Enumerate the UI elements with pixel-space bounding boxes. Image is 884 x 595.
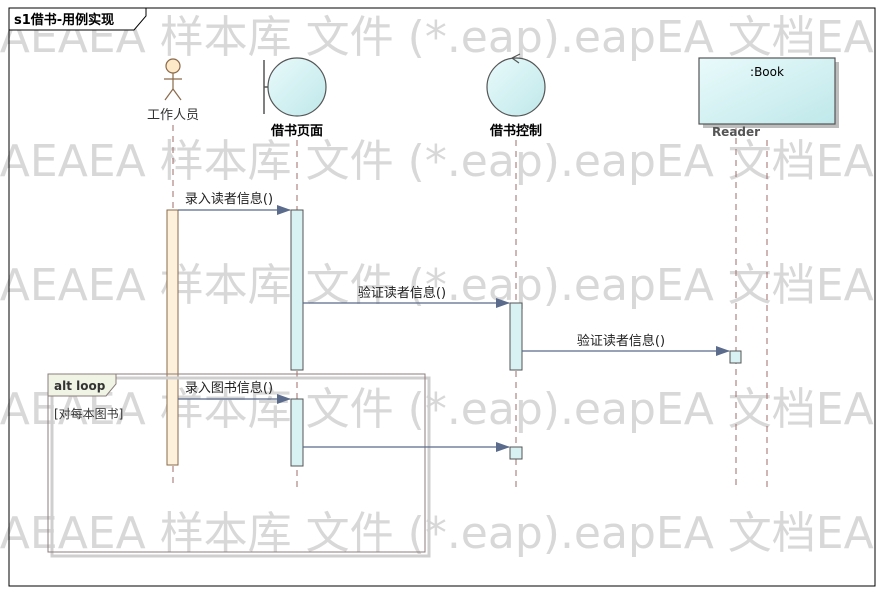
lifeline-label-page: 借书页面 — [270, 123, 323, 139]
activation-page-1 — [290, 209, 304, 371]
diagram-title: s1借书-用例实现 — [14, 12, 114, 28]
boundary-icon[interactable] — [263, 57, 327, 117]
messages — [178, 205, 730, 452]
watermark-row: EAEAEA 样本库 文件 (*.eap).eapEA 文档EA 样本库 — [0, 12, 884, 63]
diagram-title-tab — [8, 7, 147, 31]
watermark: EAEAEA 样本库 文件 (*.eap).eapEA 文档EA 样本库 EAE… — [0, 12, 884, 559]
combined-fragment[interactable] — [47, 373, 426, 553]
lifeline-label-reader: Reader — [712, 125, 760, 139]
lifeline-box-book[interactable] — [698, 57, 836, 125]
watermark-row: EAEAEA 样本库 文件 (*.eap).eapEA 文档EA 样本库 — [0, 136, 884, 187]
fragment-operator: alt loop — [54, 379, 106, 393]
message-label-4: 录入图书信息() — [185, 380, 273, 396]
lifeline-label-control: 借书控制 — [489, 123, 542, 139]
activation-reader — [729, 350, 742, 364]
fragment-guard: [对每本图书] — [54, 406, 123, 421]
activation-actor — [166, 209, 179, 466]
activation-control-1 — [509, 302, 523, 371]
watermark-row: EAEAEA 样本库 文件 (*.eap).eapEA 文档EA 样本库 — [0, 508, 884, 559]
activation-control-2 — [509, 446, 523, 460]
watermark-row: EAEAEA 样本库 文件 (*.eap).eapEA 文档EA 样本库 — [0, 384, 884, 435]
actor-figure-icon[interactable] — [164, 58, 182, 101]
activation-page-2 — [290, 398, 304, 467]
message-label-3: 验证读者信息() — [577, 333, 665, 349]
fragment-operator-tab — [47, 373, 117, 397]
control-icon[interactable] — [486, 53, 546, 117]
lifeline-label-actor: 工作人员 — [147, 108, 199, 123]
fragment-shadow — [50, 376, 431, 558]
diagram-frame — [8, 7, 876, 587]
lifeline-label-book: :Book — [750, 65, 784, 79]
message-label-2: 验证读者信息() — [358, 285, 446, 301]
message-label-1: 录入读者信息() — [185, 191, 273, 207]
